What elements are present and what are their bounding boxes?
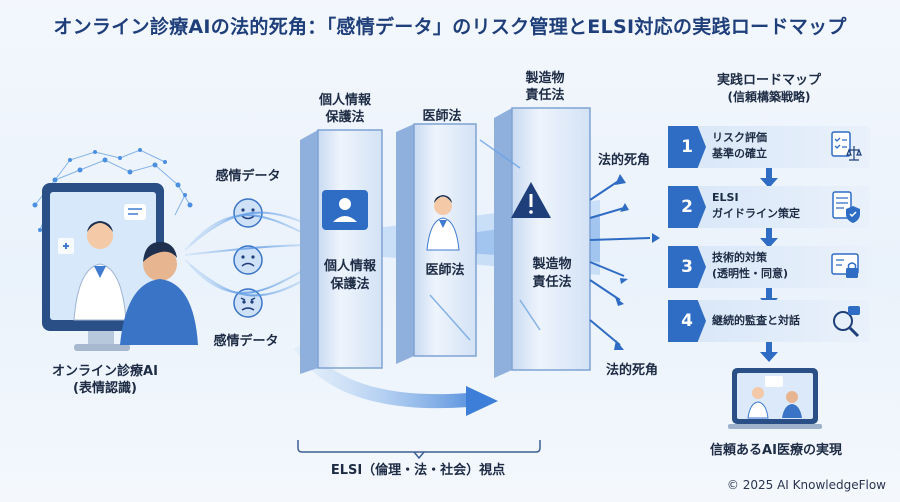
panel-body-privacy-line1: 個人情報 <box>323 259 376 274</box>
magnifier-chat-icon <box>833 306 860 338</box>
patient-icon <box>120 241 198 345</box>
step-text-line1: リスク評価 <box>712 131 767 144</box>
emotion-data-label-top: 感情データ <box>215 169 281 184</box>
step-text-line2: (透明性・同意) <box>712 267 789 280</box>
step-text: ELSI ガイドライン策定 <box>712 190 827 222</box>
roadmap-title-line1: 実践ロードマップ <box>716 73 821 88</box>
emotion-sad-icon <box>233 245 263 275</box>
id-card-icon <box>322 190 368 230</box>
result-label: 信頼あるAI医療の実現 <box>710 443 842 458</box>
step-number: 2 <box>668 186 706 228</box>
copyright-text: © 2025 AI KnowledgeFlow <box>726 478 886 492</box>
step-text-line2: 基準の確立 <box>712 147 767 160</box>
step-text: 継続的監査と対話 <box>712 313 827 329</box>
blind-spot-label-top: 法的死角 <box>597 153 650 168</box>
panel-privacy-law <box>300 129 383 374</box>
blind-spot-label-bottom: 法的死角 <box>605 363 658 378</box>
panel-body-liability-line2: 責任法 <box>532 275 572 290</box>
roadmap-step-4: 4 継続的監査と対話 <box>668 300 870 342</box>
elsi-bracket <box>297 440 541 453</box>
device-label: オンライン診療AI (表情認識) <box>30 363 180 397</box>
warning-icon <box>511 182 551 218</box>
document-shield-icon <box>832 191 860 223</box>
step-text-line1: 技術的対策 <box>712 251 767 264</box>
screen-lock-icon <box>831 253 859 278</box>
network-nodes <box>32 148 193 232</box>
step-number: 4 <box>668 300 706 342</box>
panel-header-privacy-line2: 保護法 <box>325 110 365 125</box>
device-label-line2: (表情認識) <box>73 381 137 396</box>
panel-header-liability: 製造物 責任法 <box>500 70 590 104</box>
panel-body-liability-line1: 製造物 <box>532 257 572 272</box>
step-number: 3 <box>668 246 706 288</box>
elsi-label: ELSI（倫理・法・社会）視点 <box>330 463 506 478</box>
panel-header-privacy-line1: 個人情報 <box>318 93 371 108</box>
device-label-line1: オンライン診療AI <box>52 364 158 379</box>
panel-body-privacy: 個人情報 保護法 <box>310 258 390 294</box>
panel-header-medical: 医師法 <box>422 109 462 124</box>
step-text: 技術的対策 (透明性・同意) <box>712 250 827 282</box>
checklist-scale-icon <box>831 131 862 161</box>
step-text-line1: 継続的監査と対話 <box>712 314 800 327</box>
roadmap-title-line2: (信頼構築戦略) <box>727 90 811 104</box>
panel-body-liability: 製造物 責任法 <box>512 256 592 292</box>
step-text-line1: ELSI <box>712 191 739 204</box>
panel-product-liability-act <box>494 107 591 378</box>
page-title: オンライン診療AIの法的死角：「感情データ」のリスク管理とELSI対応の実践ロー… <box>53 16 847 38</box>
panel-body-medical: 医師法 <box>425 263 465 278</box>
panel-body-privacy-line2: 保護法 <box>330 277 370 292</box>
roadmap-step-3: 3 技術的対策 (透明性・同意) <box>668 246 870 288</box>
panel-header-liability-line2: 責任法 <box>525 88 565 103</box>
roadmap-step-2: 2 ELSI ガイドライン策定 <box>668 186 870 228</box>
blind-spot-arrows <box>589 179 651 346</box>
step-text-line2: ガイドライン策定 <box>712 207 800 220</box>
step-text: リスク評価 基準の確立 <box>712 130 827 162</box>
roadmap-step-1: 1 リスク評価 基準の確立 <box>668 126 870 168</box>
emotion-data-label-bottom: 感情データ <box>213 334 279 349</box>
panel-header-privacy: 個人情報 保護法 <box>300 92 390 126</box>
trusted-ai-care-icon <box>728 368 822 429</box>
step-number: 1 <box>668 126 706 168</box>
roadmap-title: 実践ロードマップ (信頼構築戦略) <box>690 72 848 105</box>
monitor-icon <box>42 183 164 351</box>
doctor-icon <box>426 195 460 251</box>
panel-header-liability-line1: 製造物 <box>525 71 565 86</box>
escape-arrows <box>429 139 541 341</box>
